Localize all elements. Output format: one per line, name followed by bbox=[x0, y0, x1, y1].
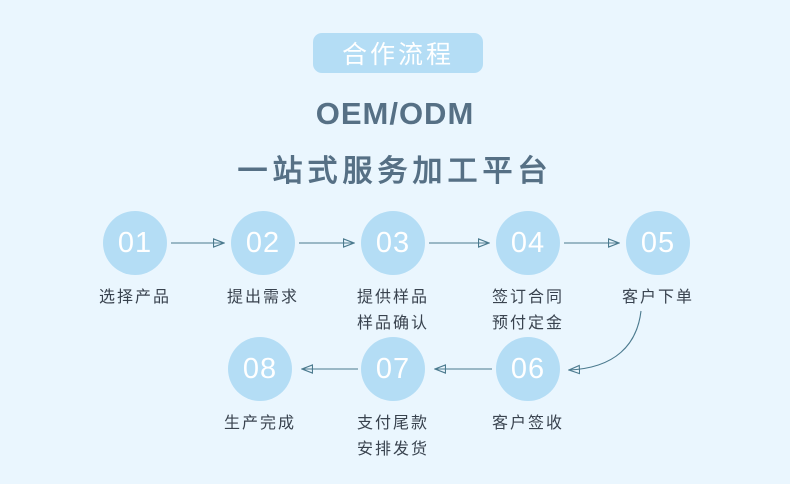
page-subtitle: 一站式服务加工平台 bbox=[237, 155, 553, 188]
section-badge-label: 合作流程 bbox=[341, 41, 454, 69]
step-number-circle: 01 bbox=[103, 211, 167, 275]
step-number: 02 bbox=[245, 226, 281, 259]
flow-step-01[interactable]: 01 选择产品 bbox=[65, 211, 205, 310]
step-number-circle: 06 bbox=[496, 337, 560, 401]
step-number-circle: 05 bbox=[626, 211, 690, 275]
step-label: 签订合同 预付定金 bbox=[491, 287, 564, 332]
step-number-circle: 03 bbox=[361, 211, 425, 275]
flow-step-08[interactable]: 08 生产完成 bbox=[190, 337, 330, 436]
step-number: 03 bbox=[375, 226, 411, 259]
arrow-05-to-06 bbox=[569, 310, 642, 370]
flow-step-06[interactable]: 06 客户签收 bbox=[458, 337, 598, 436]
step-number: 06 bbox=[510, 352, 546, 385]
step-label: 客户下单 bbox=[621, 287, 694, 306]
step-number-circle: 04 bbox=[496, 211, 560, 275]
step-number-circle: 08 bbox=[228, 337, 292, 401]
step-label: 提供样品 样品确认 bbox=[356, 287, 429, 332]
section-badge: 合作流程 bbox=[313, 33, 483, 73]
page-title: OEM/ODM bbox=[315, 96, 475, 131]
step-number-circle: 02 bbox=[231, 211, 295, 275]
step-label: 选择产品 bbox=[98, 287, 171, 306]
flow-step-02[interactable]: 02 提出需求 bbox=[193, 211, 333, 310]
flow-step-07[interactable]: 07 支付尾款 安排发货 bbox=[323, 337, 463, 462]
flow-step-03[interactable]: 03 提供样品 样品确认 bbox=[323, 211, 463, 336]
flow-step-04[interactable]: 04 签订合同 预付定金 bbox=[458, 211, 598, 336]
step-number: 07 bbox=[375, 352, 411, 385]
step-label: 支付尾款 安排发货 bbox=[356, 413, 429, 458]
step-number-circle: 07 bbox=[361, 337, 425, 401]
step-label: 提出需求 bbox=[226, 287, 299, 306]
step-number: 04 bbox=[510, 226, 546, 259]
flow-step-05[interactable]: 05 客户下单 bbox=[588, 211, 728, 310]
step-number: 01 bbox=[117, 226, 153, 259]
step-number: 05 bbox=[640, 226, 676, 259]
step-label: 生产完成 bbox=[223, 413, 296, 432]
step-label: 客户签收 bbox=[491, 413, 564, 432]
step-number: 08 bbox=[242, 352, 278, 385]
